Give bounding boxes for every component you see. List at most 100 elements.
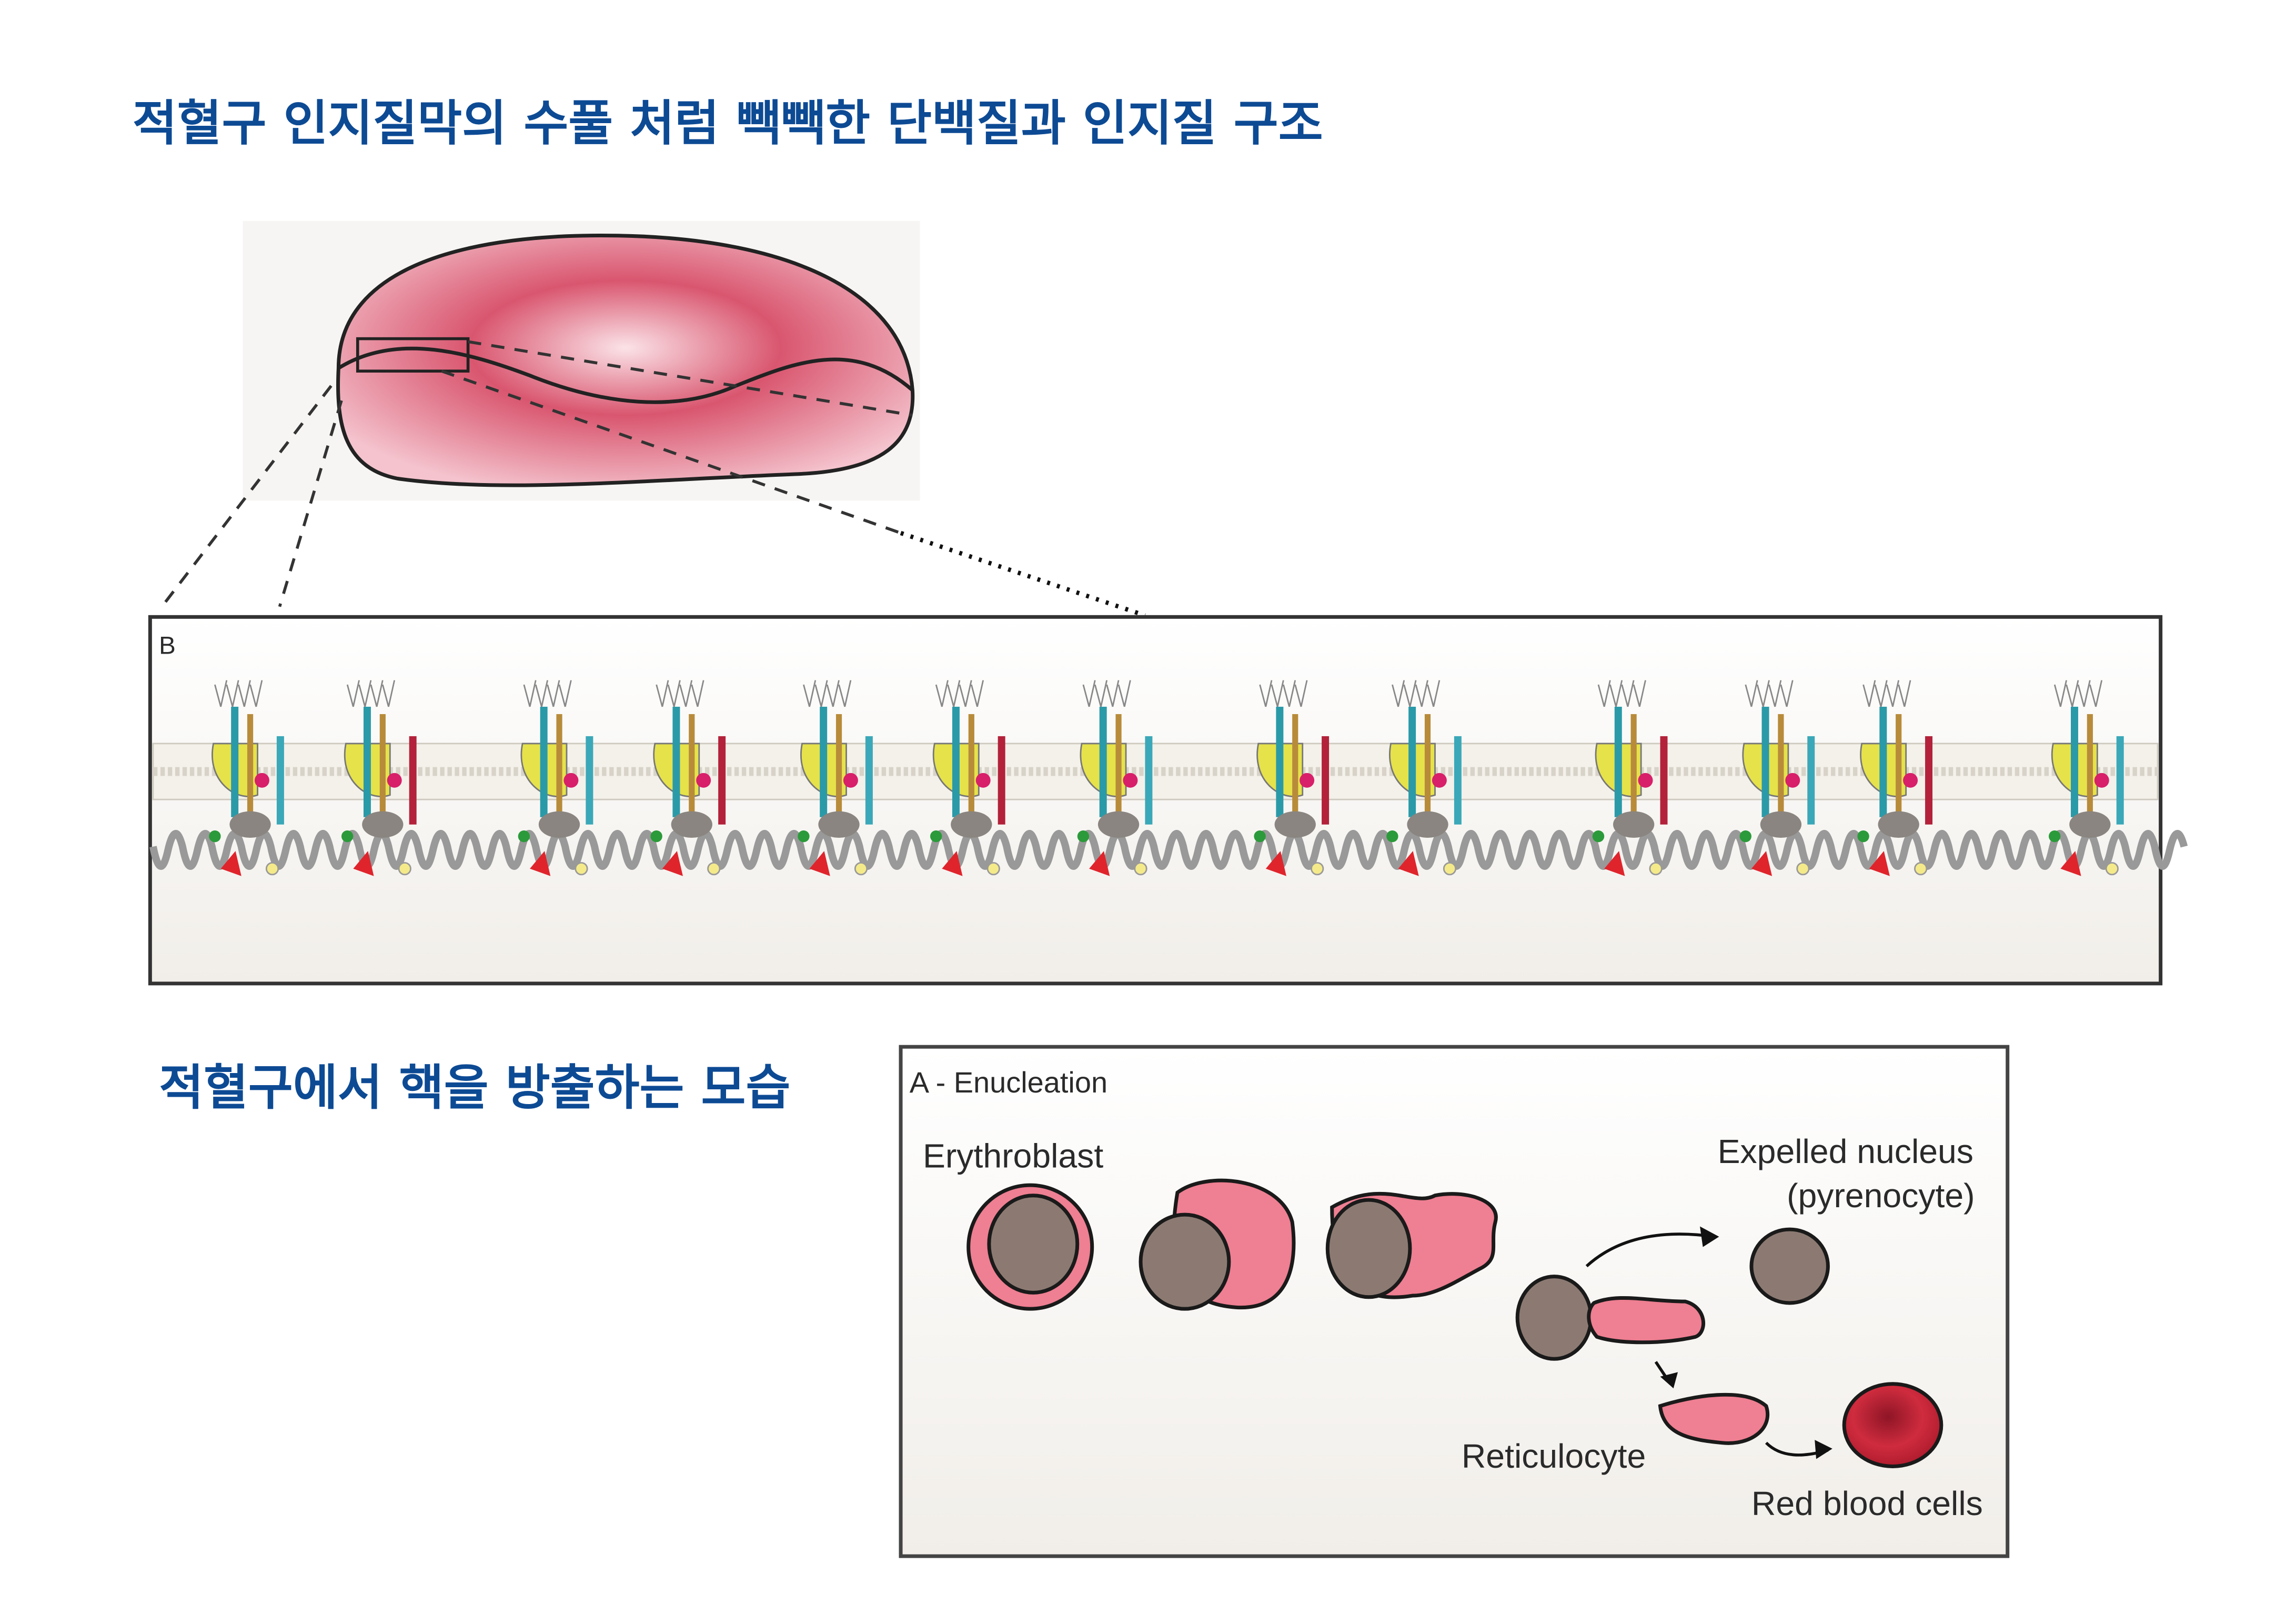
- ankyrin-protein: [1097, 811, 1140, 838]
- glycophorin-protein: [1761, 706, 1769, 817]
- glycan-chain: [1271, 680, 1284, 707]
- actin-junction: [1265, 851, 1286, 876]
- glycan-chain: [814, 680, 828, 707]
- glycan-chain: [249, 680, 263, 707]
- membrane-panel-label: B: [159, 631, 176, 659]
- junction-protein: [986, 862, 1000, 876]
- actin-junction: [530, 851, 551, 876]
- glycan-chain: [237, 680, 251, 707]
- glycan-chain: [1415, 680, 1428, 707]
- junction-protein: [798, 830, 810, 843]
- protein-4-1: [1903, 773, 1918, 788]
- glycan-chain: [226, 680, 239, 707]
- protein-4-1: [696, 773, 711, 788]
- protein-4-1: [387, 773, 402, 788]
- protein-4-1: [975, 773, 991, 788]
- junction-protein: [2105, 862, 2119, 876]
- glycan-chain: [1117, 680, 1131, 707]
- transmembrane-protein: [689, 714, 695, 817]
- transmembrane-protein: [1115, 714, 1122, 817]
- transmembrane-protein: [1925, 736, 1933, 825]
- glycan-chain: [1597, 680, 1611, 707]
- red-blood-cells-label: Red blood cells: [1751, 1485, 1983, 1522]
- protein-4-1: [563, 773, 579, 788]
- transmembrane-protein: [1778, 714, 1784, 817]
- transmembrane-protein: [968, 714, 974, 817]
- glycan-chain: [1094, 680, 1108, 707]
- arrowhead-icon: [1815, 1440, 1832, 1459]
- ankyrin-protein: [362, 811, 404, 838]
- arrowhead-icon: [1700, 1226, 1719, 1247]
- junction-protein: [518, 830, 530, 843]
- glycan-chain: [1427, 680, 1441, 707]
- glycan-chain: [1898, 680, 1911, 707]
- glycan-chain: [1403, 680, 1417, 707]
- junction-protein: [1796, 862, 1810, 876]
- glycan-chain: [346, 680, 360, 707]
- glycan-chain: [381, 680, 396, 707]
- junction-protein: [398, 862, 411, 876]
- junction-protein: [854, 862, 868, 876]
- junction-protein: [1739, 830, 1751, 843]
- transmembrane-protein: [1292, 714, 1298, 817]
- ankyrin-protein: [671, 811, 712, 838]
- glycan-chain: [1874, 680, 1888, 707]
- junction-protein: [1386, 830, 1398, 843]
- transmembrane-protein: [556, 714, 562, 817]
- actin-junction: [809, 851, 830, 876]
- transmembrane-protein: [1322, 736, 1330, 825]
- membrane-title: 적혈구 인지질막의 수풀 처럼 빽빽한 단백질과 인지질 구조: [133, 95, 1323, 152]
- glycan-chain: [1886, 680, 1900, 707]
- glycan-chain: [2089, 680, 2103, 707]
- glycophorin-protein: [231, 706, 239, 817]
- arrowhead-icon: [1660, 1372, 1678, 1389]
- glycan-chain: [959, 680, 972, 707]
- glycophorin-protein: [1614, 706, 1622, 817]
- ankyrin-protein: [818, 811, 860, 838]
- expelled-nucleus-label: Expelled nucleus: [1718, 1132, 1973, 1170]
- enucleating-cell-stage-3: [1325, 1191, 1498, 1299]
- glycan-chain: [826, 680, 840, 707]
- glycan-chain: [523, 680, 537, 707]
- spectrin-network: [149, 830, 2188, 870]
- junction-protein: [1857, 830, 1869, 843]
- glycophorin-protein: [672, 706, 680, 817]
- ankyrin-protein: [229, 811, 271, 838]
- transmembrane-protein: [835, 714, 842, 817]
- actin-junction: [2060, 851, 2081, 876]
- glycan-chain: [838, 680, 852, 707]
- erythroblast-label: Erythroblast: [923, 1137, 1103, 1175]
- glycan-chain: [2077, 680, 2091, 707]
- junction-protein: [650, 830, 662, 843]
- junction-protein: [1254, 830, 1266, 843]
- mature-red-blood-cell: [1842, 1382, 1943, 1468]
- glycan-chain: [935, 680, 949, 707]
- junction-protein: [209, 830, 221, 843]
- junction-protein: [2049, 830, 2061, 843]
- transmembrane-protein: [247, 714, 254, 817]
- expelled-nucleus: [1749, 1227, 1830, 1305]
- transmembrane-protein: [276, 736, 284, 825]
- actin-junction: [220, 851, 241, 876]
- glycan-chain: [1106, 680, 1120, 707]
- erythroblast-cell: [966, 1183, 1094, 1311]
- glycophorin-protein: [952, 706, 960, 817]
- actin-junction: [662, 851, 683, 876]
- reticulocyte-label: Reticulocyte: [1462, 1437, 1646, 1475]
- transmembrane-protein: [379, 714, 386, 817]
- glycan-chain: [1283, 680, 1296, 707]
- actin-junction: [1398, 851, 1419, 876]
- glycan-chain: [1862, 680, 1876, 707]
- junction-protein: [1649, 862, 1663, 876]
- glycan-chain: [358, 680, 372, 707]
- separating-cell: [1515, 1275, 1705, 1361]
- transmembrane-protein: [1454, 736, 1462, 825]
- glycan-chain: [947, 680, 961, 707]
- ankyrin-protein: [951, 811, 992, 838]
- junction-protein: [575, 862, 588, 876]
- glycan-chain: [1768, 680, 1782, 707]
- enucleation-panel: A - Enucleation Erythroblast Expelled nu…: [899, 1045, 2010, 1558]
- actin-junction: [1751, 851, 1773, 876]
- ankyrin-protein: [1760, 811, 1802, 838]
- glycan-chain: [1621, 680, 1635, 707]
